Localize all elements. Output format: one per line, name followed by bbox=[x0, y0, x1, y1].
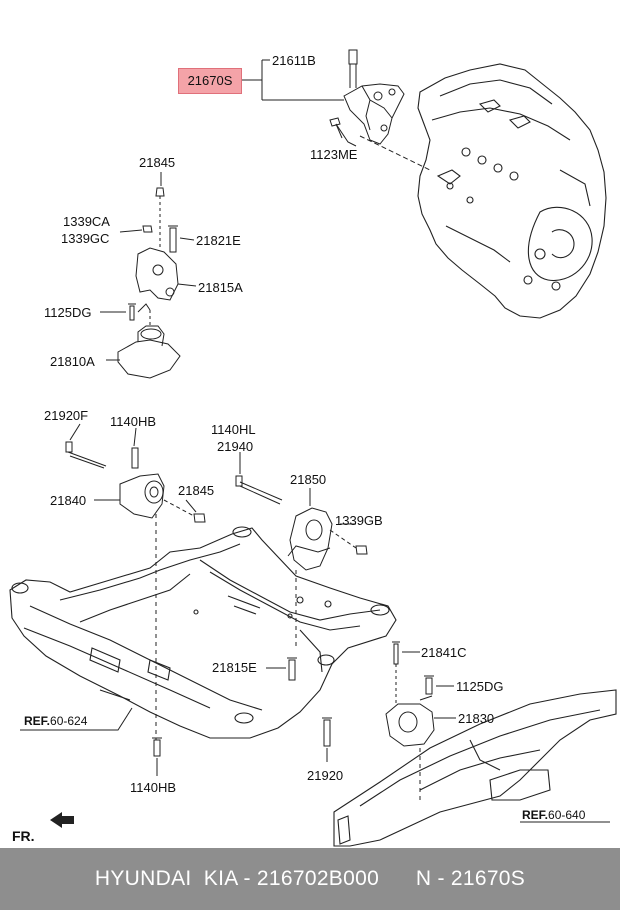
label-21940: 21940 bbox=[217, 439, 254, 454]
label-1125dg-low: 1125DG bbox=[456, 679, 504, 694]
label-1140hb-top: 1140HB bbox=[110, 414, 157, 429]
ref-code: 60-640 bbox=[548, 808, 586, 822]
ref-prefix: REF. bbox=[522, 808, 549, 822]
label-21810a: 21810A bbox=[50, 354, 95, 369]
label-1140hb-low: 1140HB bbox=[130, 780, 177, 795]
label-1140hl: 1140HL bbox=[211, 422, 256, 437]
engine-dashed-link bbox=[359, 135, 431, 171]
upper-left-mount bbox=[117, 187, 181, 379]
label-21611b: 21611B bbox=[272, 53, 316, 68]
front-marker: FR. bbox=[12, 828, 35, 844]
engine-block bbox=[417, 63, 607, 319]
label-1339gb: 1339GB bbox=[335, 513, 383, 528]
label-1339ca: 1339CA bbox=[63, 214, 110, 229]
ref-prefix: REF. bbox=[24, 714, 51, 728]
label-21850: 21850 bbox=[290, 472, 327, 487]
front-arrow bbox=[50, 812, 74, 828]
label-21841c: 21841C bbox=[421, 645, 467, 660]
parts-diagram: 21670S 21611B 1123ME 21845 1339CA 1339GC… bbox=[9, 49, 617, 847]
ref-link-60-624[interactable]: REF.60-624 bbox=[24, 714, 87, 728]
label-21845-mid: 21845 bbox=[178, 483, 215, 498]
right-mount bbox=[385, 641, 435, 747]
label-1125dg-top: 1125DG bbox=[44, 305, 92, 320]
top-mount-bracket bbox=[329, 49, 405, 145]
diagram-drawing bbox=[9, 49, 617, 847]
highlighted-part-21670s[interactable]: 21670S bbox=[178, 68, 242, 94]
label-21821e: 21821E bbox=[196, 233, 241, 248]
label-21815a: 21815A bbox=[198, 280, 243, 295]
label-21845-top: 21845 bbox=[139, 155, 176, 170]
left-mount bbox=[65, 441, 283, 523]
label-1339gc: 1339GC bbox=[61, 231, 110, 246]
center-mount bbox=[287, 507, 368, 571]
label-1123me: 1123ME bbox=[310, 147, 358, 162]
footer-bar: HYUNDAI KIA - 216702B000 N - 21670S bbox=[0, 848, 620, 910]
ref-code: 60-624 bbox=[50, 714, 88, 728]
label-21815e: 21815E bbox=[212, 660, 257, 675]
footer-part-numbers: HYUNDAI KIA - 216702B000 N - 21670S bbox=[94, 867, 526, 890]
label-21920f: 21920F bbox=[44, 408, 89, 423]
subframe bbox=[9, 526, 397, 739]
side-rail bbox=[333, 689, 617, 847]
label-21920: 21920 bbox=[307, 768, 344, 783]
label-21840: 21840 bbox=[50, 493, 87, 508]
ref-link-60-640[interactable]: REF.60-640 bbox=[522, 808, 585, 822]
label-21830: 21830 bbox=[458, 711, 495, 726]
